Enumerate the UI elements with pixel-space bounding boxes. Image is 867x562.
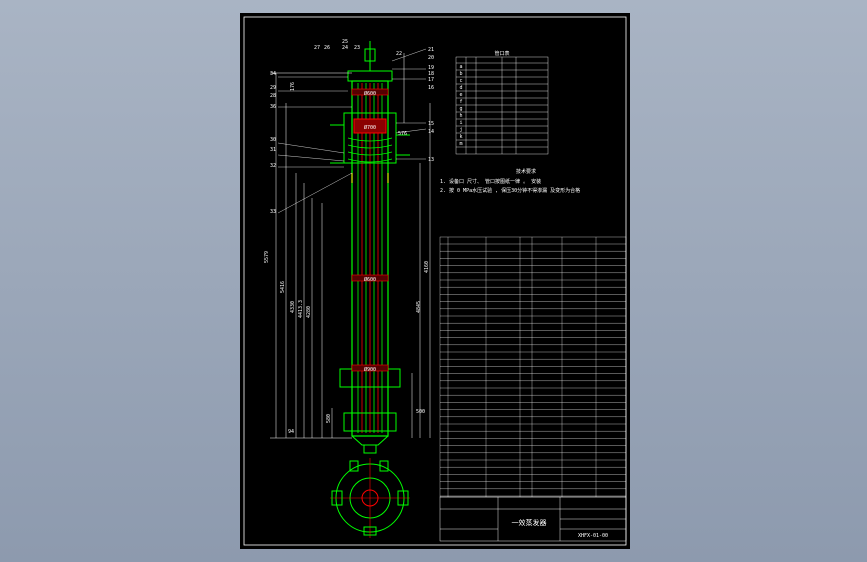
part-no-26: 26 xyxy=(324,45,330,51)
dim-4280: 4280 xyxy=(306,306,312,318)
part-no-32: 32 xyxy=(270,163,276,169)
nozzle-letter: a xyxy=(459,64,462,70)
dim-94: 94 xyxy=(288,429,294,435)
nozzle-letter: g xyxy=(459,106,462,112)
part-no-27: 27 xyxy=(314,45,320,51)
part-no-15: 15 xyxy=(428,121,434,127)
dim-4160: 4160 xyxy=(424,261,430,273)
nozzle-letter: h xyxy=(459,113,462,119)
dim-4845: 4845 xyxy=(416,301,422,313)
dim-4413: 4413.3 xyxy=(298,300,304,318)
part-no-18: 18 xyxy=(428,71,434,77)
dim-580: 580 xyxy=(326,414,332,423)
part-no-14: 14 xyxy=(428,129,434,135)
part-no-34: 34 xyxy=(270,71,276,77)
dim-4330: 4330 xyxy=(290,301,296,313)
nozzle-letter: m xyxy=(459,141,462,147)
part-no-31: 31 xyxy=(270,147,276,153)
part-no-25: 25 xyxy=(342,39,348,45)
dim-5416: 5416 xyxy=(280,281,286,293)
part-no-20: 20 xyxy=(428,55,434,61)
nozzle-letter: k xyxy=(459,134,462,140)
drawing-title: 一效蒸发器 xyxy=(512,518,547,527)
part-no-28: 28 xyxy=(270,93,276,99)
title-block xyxy=(439,496,627,542)
dim-500: 500 xyxy=(416,409,425,415)
part-no-33: 33 xyxy=(270,209,276,215)
nozzle-letter: b xyxy=(459,71,462,77)
part-no-36: 36 xyxy=(270,104,276,110)
part-no-23: 23 xyxy=(354,45,360,51)
tech-req-title: 技术要求 xyxy=(516,168,536,175)
part-no-22: 22 xyxy=(396,51,402,57)
drawing-number: XHFX-01-00 xyxy=(578,533,608,539)
diameter-label-lower: Ø900 xyxy=(364,366,376,373)
tech-req-line-1: 1. 设备口 尺寸、 管口按图纸一律 。 安装 xyxy=(440,178,541,185)
nozzle-letter: i xyxy=(459,120,462,126)
part-no-19: 19 xyxy=(428,65,434,71)
nozzle-letter: c xyxy=(459,78,462,84)
sheet-border xyxy=(243,16,627,546)
nozzle-table-title: 管口表 xyxy=(494,50,509,57)
nozzle-table xyxy=(455,56,549,155)
diameter-label-top: Ø600 xyxy=(364,90,376,97)
drawing-sheet: Ø600 Ø600 Ø900 Ø700 5579 5416 4330 4413.… xyxy=(240,13,630,549)
part-no-24: 24 xyxy=(342,45,348,51)
part-no-16: 16 xyxy=(428,85,434,91)
nozzle-letter: j xyxy=(459,127,462,133)
nozzle-letter: f xyxy=(459,99,462,105)
nozzle-letter: d xyxy=(459,85,462,91)
dim-176: 176 xyxy=(290,82,296,91)
plan-view xyxy=(330,458,410,538)
part-no-21: 21 xyxy=(428,47,434,53)
dim-576: 576 xyxy=(398,131,407,137)
vessel xyxy=(330,41,410,454)
leader-lines xyxy=(277,48,427,214)
part-no-17: 17 xyxy=(428,77,434,83)
dim-5579: 5579 xyxy=(264,251,270,263)
bill-of-materials xyxy=(439,236,627,498)
tech-req-line-2: 2. 按 0 MPa水压试验 , 保压30分钟不得渗漏 及变形为合格 xyxy=(440,187,580,194)
part-no-30: 30 xyxy=(270,137,276,143)
drawing-canvas: Ø600 Ø600 Ø900 Ø700 5579 5416 4330 4413.… xyxy=(243,16,627,546)
part-no-13: 13 xyxy=(428,157,434,163)
diameter-label-coil: Ø700 xyxy=(364,124,376,131)
diameter-label-mid: Ø600 xyxy=(364,276,376,283)
part-no-29: 29 xyxy=(270,85,276,91)
dimension-lines xyxy=(270,53,431,439)
nozzle-letter: e xyxy=(459,92,462,98)
